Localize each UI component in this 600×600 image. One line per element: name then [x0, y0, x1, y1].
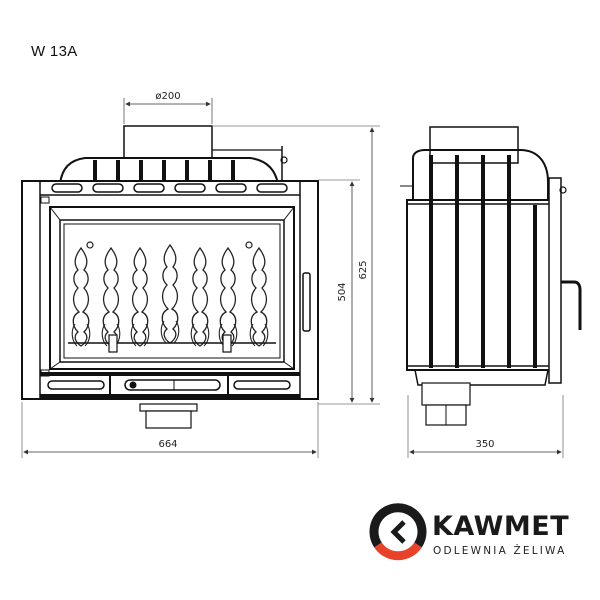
brand-name: KAWMET	[432, 511, 570, 542]
brand-tagline: ODLEWNIA ŻELIWA	[433, 545, 567, 557]
total-height-label: 625	[358, 260, 369, 279]
kawmet-logo-icon	[369, 503, 427, 561]
depth-label: 350	[475, 439, 494, 450]
width-label: 664	[158, 439, 177, 450]
flue-diameter-label: ø200	[155, 91, 180, 102]
model-title: W 13A	[31, 43, 78, 60]
front-view: ø200 504 625 664	[21, 91, 380, 458]
door-height-label: 504	[337, 282, 348, 301]
side-view: 350	[400, 126, 582, 458]
flame-pattern	[71, 241, 269, 347]
